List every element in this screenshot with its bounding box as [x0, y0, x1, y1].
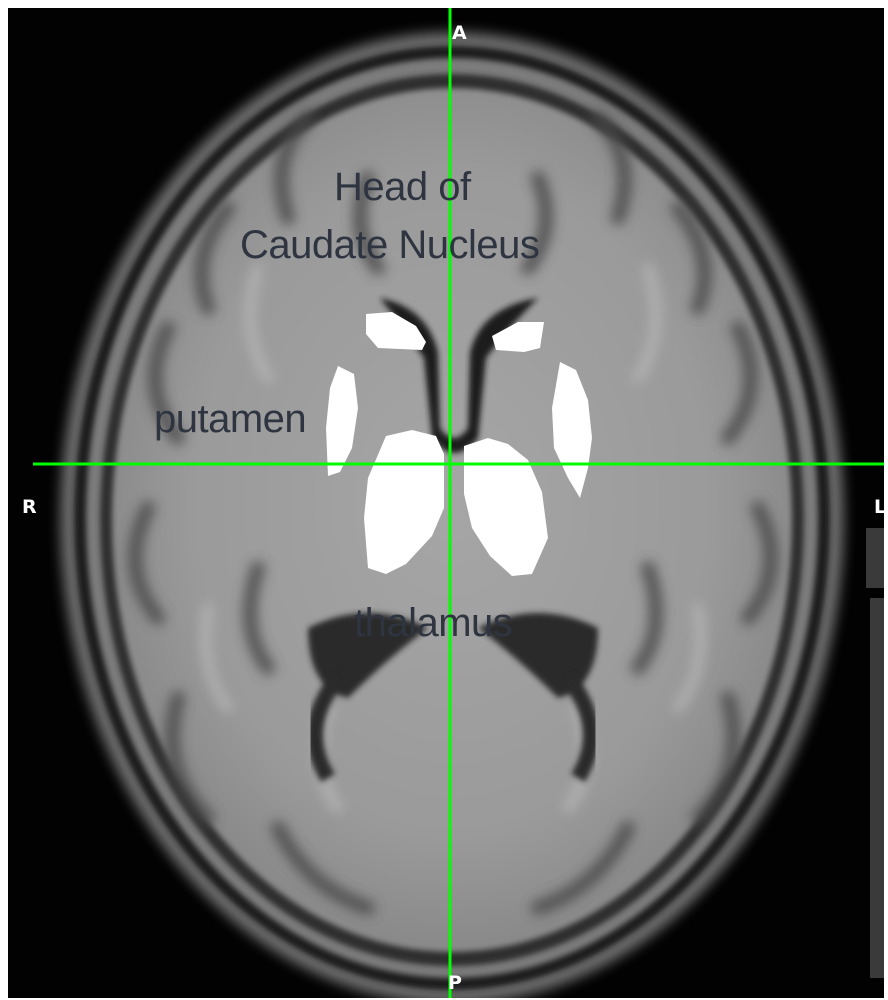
orientation-right: L	[874, 498, 884, 517]
right-edge-bar-lower	[870, 598, 884, 978]
orientation-anterior: A	[452, 24, 467, 43]
label-caudate-line1: Head of	[334, 164, 471, 210]
axial-mri-slice[interactable]	[8, 8, 884, 998]
mri-viewer[interactable]: A P L R Head of Caudate Nucleus putamen …	[8, 8, 884, 998]
orientation-left: R	[22, 498, 37, 517]
label-putamen: putamen	[154, 396, 306, 442]
label-thalamus: thalamus	[354, 600, 512, 646]
orientation-posterior: P	[448, 974, 462, 993]
right-edge-bar	[866, 528, 884, 588]
label-caudate-line2: Caudate Nucleus	[240, 222, 539, 268]
